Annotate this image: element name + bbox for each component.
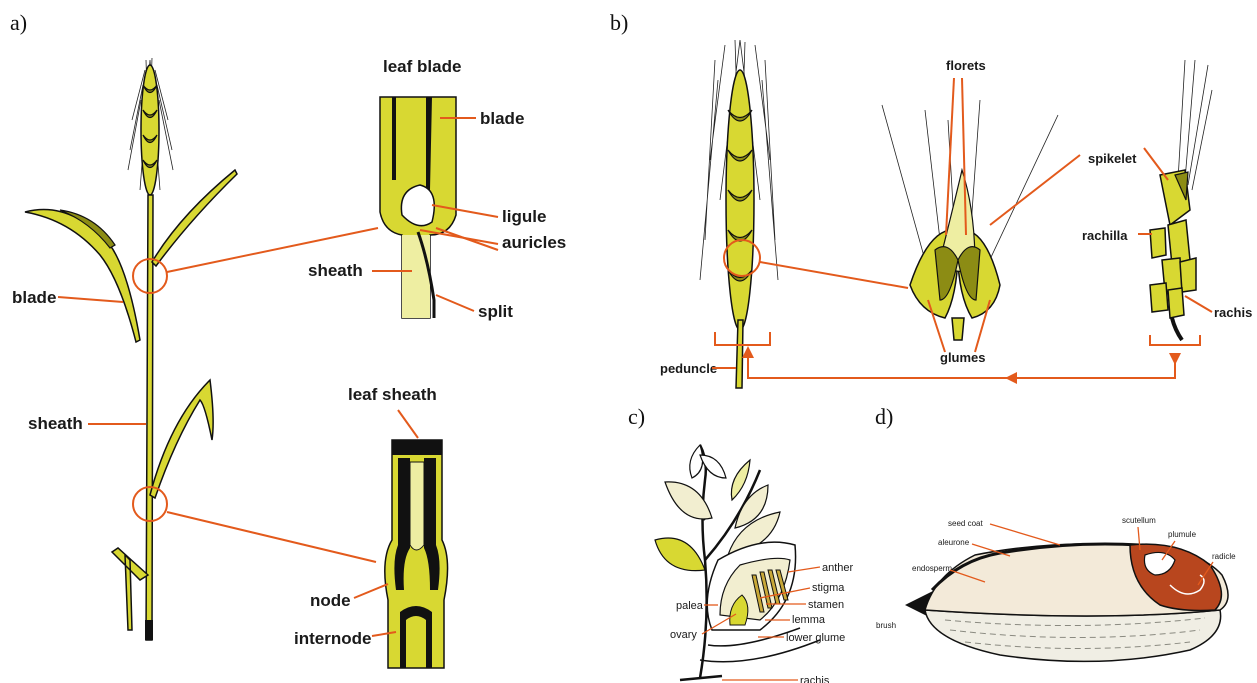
leader-spikelet-2 xyxy=(1144,148,1168,180)
rachis-bracket xyxy=(1150,335,1200,345)
right-lower-leaf xyxy=(150,380,213,498)
leader-spikelet-1 xyxy=(990,155,1080,225)
label-blade: blade xyxy=(12,288,56,307)
leader-split xyxy=(436,295,474,311)
leader-leaf-sheath xyxy=(398,410,418,438)
label-split: split xyxy=(478,302,513,321)
node-zoom-connector xyxy=(167,512,376,562)
label-scutellum: scutellum xyxy=(1122,516,1156,525)
arrow-down-icon xyxy=(1169,353,1181,365)
panel-d-letter: d) xyxy=(875,404,893,429)
label-glumes: glumes xyxy=(940,350,986,365)
rachis-illustration xyxy=(1150,60,1212,340)
wheat-ear-illustration-b xyxy=(700,40,778,388)
wheat-ear-illustration-a xyxy=(128,58,173,195)
panel-c-letter: c) xyxy=(628,404,645,429)
label-florets: florets xyxy=(946,58,986,73)
label-stigma: stigma xyxy=(812,582,845,594)
label-spikelet: spikelet xyxy=(1088,151,1137,166)
label-peduncle: peduncle xyxy=(660,361,717,376)
leader-seed-coat xyxy=(990,524,1060,545)
label-blade-inset: blade xyxy=(480,109,524,128)
leader-node xyxy=(354,584,388,598)
label-anther: anther xyxy=(822,562,854,574)
left-upper-leaf xyxy=(25,209,140,342)
label-rachilla: rachilla xyxy=(1082,228,1128,243)
label-leaf-sheath-title: leaf sheath xyxy=(348,385,437,404)
leaf-sheath-inset xyxy=(385,440,448,668)
seed-illustration xyxy=(905,544,1228,662)
panel-b-letter: b) xyxy=(610,10,628,35)
leader-rachis-b xyxy=(1185,296,1212,312)
label-plumule: plumule xyxy=(1168,530,1197,539)
panel-a: a) blade sheath leaf blade xyxy=(10,10,566,668)
label-aleurone: aleurone xyxy=(938,538,970,547)
spikelet-zoom-connector xyxy=(760,262,908,288)
stem-base xyxy=(145,620,153,640)
floret-illustration xyxy=(655,445,820,680)
leader-auricles-2 xyxy=(436,228,498,250)
panel-d: d) seed coat aleurone endosperm brush sc… xyxy=(875,404,1236,661)
label-radicle: radicle xyxy=(1212,552,1236,561)
label-rachis-c: rachis xyxy=(800,675,830,683)
label-sheath: sheath xyxy=(28,414,83,433)
arrow-left-icon xyxy=(1005,372,1017,384)
label-endosperm: endosperm xyxy=(912,564,952,573)
lower-leaf xyxy=(112,548,148,630)
label-internode: internode xyxy=(294,629,371,648)
label-stamen: stamen xyxy=(808,599,844,611)
label-palea: palea xyxy=(676,600,704,612)
label-rachis-b: rachis xyxy=(1214,305,1252,320)
label-seed-coat: seed coat xyxy=(948,519,983,528)
panel-b: b) peduncle florets glum xyxy=(610,10,1252,388)
spikelet-illustration xyxy=(882,100,1058,340)
label-lemma: lemma xyxy=(792,614,826,626)
label-sheath-inset: sheath xyxy=(308,261,363,280)
right-upper-leaf xyxy=(152,170,237,266)
label-brush: brush xyxy=(876,621,896,630)
leader-blade xyxy=(58,297,123,302)
panel-a-letter: a) xyxy=(10,10,27,35)
label-ligule: ligule xyxy=(502,207,546,226)
label-ovary: ovary xyxy=(670,629,697,641)
arrow-up-icon xyxy=(742,346,754,358)
label-lower-glume: lower glume xyxy=(786,632,845,644)
label-leaf-blade-title: leaf blade xyxy=(383,57,461,76)
label-auricles: auricles xyxy=(502,233,566,252)
panel-c: c) anther stigma palea stamen lemma xyxy=(628,404,854,683)
label-node: node xyxy=(310,591,351,610)
